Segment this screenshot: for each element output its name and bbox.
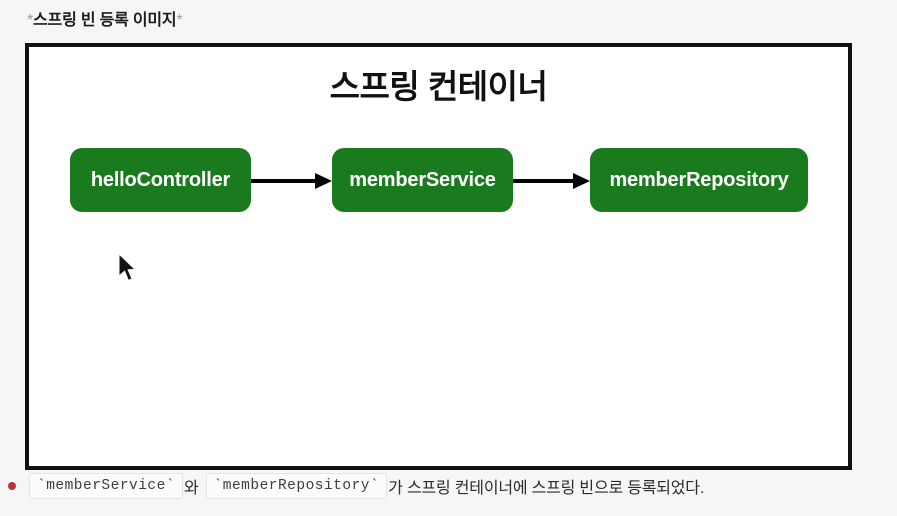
- arrow-right-icon: [251, 173, 332, 189]
- asterisk-mark: *: [176, 12, 183, 29]
- note-text: 와: [184, 480, 199, 497]
- asterisk-mark: *: [27, 12, 34, 29]
- code-chip-memberservice: `memberService`: [29, 473, 184, 499]
- diagram-title: 스프링 컨테이너: [329, 68, 548, 105]
- note-bullet-line: `memberService` 와 `memberRepository` 가 스…: [8, 473, 704, 499]
- bean-node-hellocontroller: helloController: [70, 148, 251, 212]
- bean-node-memberrepository: memberRepository: [590, 148, 808, 212]
- bullet-icon: [8, 482, 16, 490]
- bean-node-label: helloController: [90, 168, 231, 191]
- spring-container-diagram: 스프링 컨테이너 helloController memberService m…: [25, 43, 852, 470]
- bean-node-label: memberService: [349, 168, 496, 191]
- bean-node-label: memberRepository: [609, 168, 789, 191]
- page-title: *스프링 빈 등록 이미지*: [27, 6, 183, 30]
- mouse-cursor-icon: [118, 253, 136, 282]
- arrow-right-icon: [513, 173, 590, 189]
- code-chip-memberrepository: `memberRepository`: [205, 473, 388, 499]
- note-text: 가 스프링 컨테이너에 스프링 빈으로 등록되었다.: [388, 480, 705, 497]
- bean-node-memberservice: memberService: [332, 148, 513, 212]
- page-title-text: 스프링 빈 등록 이미지: [33, 12, 177, 29]
